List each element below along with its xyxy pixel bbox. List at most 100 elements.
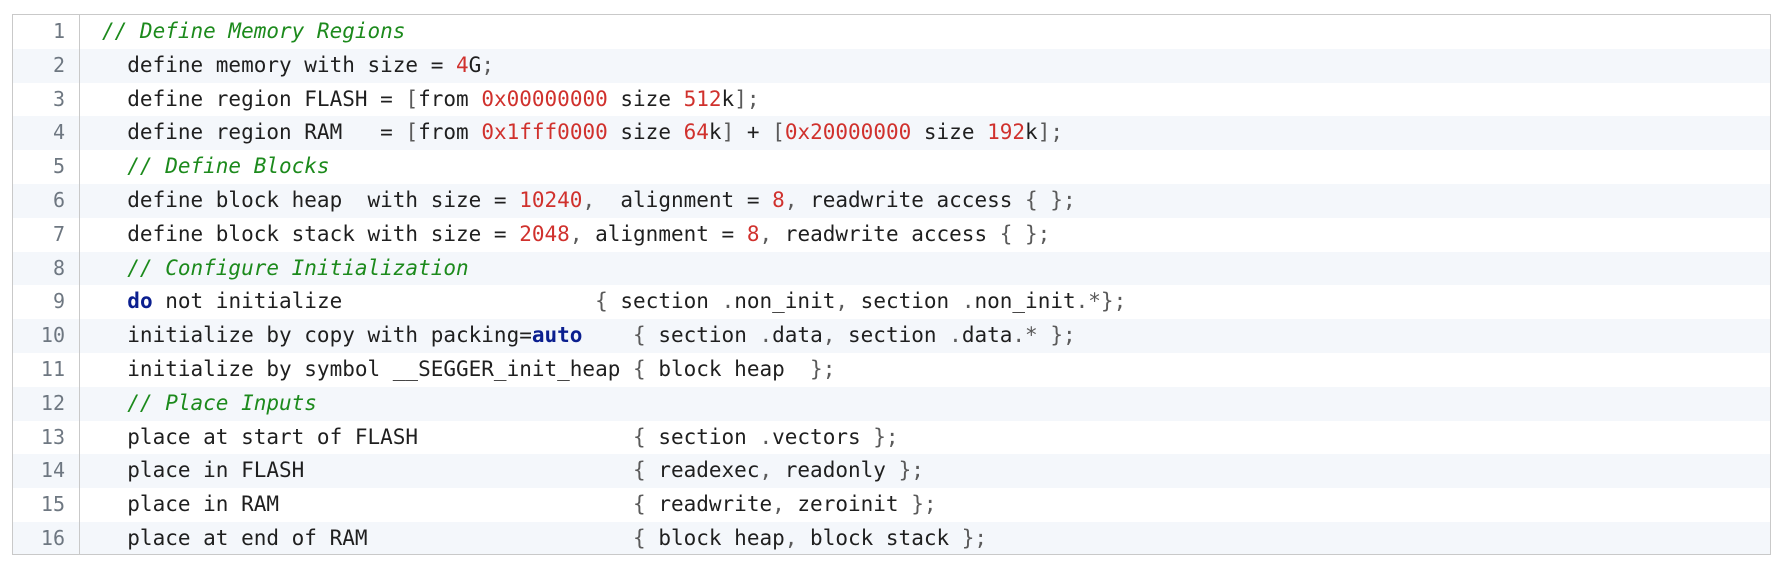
- code-token-punct: {: [633, 424, 646, 449]
- code-token-plain: readexec: [645, 458, 760, 483]
- code-token-number: 512: [683, 86, 722, 111]
- code-token-keyword: auto: [531, 323, 583, 348]
- line-number: 15: [40, 492, 65, 517]
- code-token-plain: non_init: [734, 289, 836, 314]
- code-token-number: 192: [987, 120, 1026, 145]
- code-token-punct: {: [633, 356, 646, 381]
- line-number: 4: [13, 116, 79, 151]
- code-token-plain: place in FLASH: [102, 458, 634, 483]
- code-token-punct: .*};: [1075, 289, 1127, 314]
- code-token-punct: ,: [759, 458, 773, 483]
- code-token-number: 0x20000000: [784, 120, 912, 145]
- code-token-plain: section: [607, 289, 722, 314]
- code-token-punct: { };: [999, 221, 1051, 246]
- code-token-plain: section: [848, 289, 962, 314]
- code-line: // Place Inputs: [80, 386, 1770, 421]
- line-number: 13: [40, 424, 65, 449]
- code-token-comment: // Define Blocks: [102, 154, 330, 179]
- code-token-number: 10240: [519, 187, 583, 212]
- code-token-punct: [: [405, 120, 419, 145]
- code-line: place at start of FLASH { section .vecto…: [80, 421, 1770, 455]
- code-token-number: 4: [456, 52, 469, 77]
- code-token-plain: initialize by copy with packing=: [102, 323, 532, 348]
- line-number: 16: [13, 521, 79, 554]
- code-token-punct: };: [873, 424, 899, 449]
- code-token-keyword: do: [127, 289, 153, 314]
- code-token-plain: from: [418, 86, 482, 111]
- code-token-punct: {: [633, 492, 646, 517]
- code-token-punct: ]: [721, 120, 735, 145]
- code-token-plain: define region RAM =: [102, 120, 406, 145]
- code-token-plain: data: [961, 323, 1013, 348]
- code-token-plain: zeroinit: [784, 492, 912, 517]
- code-token-plain: section: [645, 323, 760, 348]
- code-token-punct: };: [911, 492, 937, 517]
- code-token-plain: alignment =: [582, 221, 747, 246]
- code-token-punct: {: [633, 525, 646, 550]
- line-number: 7: [52, 221, 65, 246]
- code-token-punct: ,: [772, 492, 785, 517]
- code-token-punct: };: [810, 356, 836, 381]
- code-token-plain: block stack: [797, 525, 962, 550]
- code-token-punct: .: [759, 323, 773, 348]
- code-token-punct: ,: [784, 187, 798, 212]
- code-token-plain: section: [645, 424, 760, 449]
- code-line: place at end of RAM { block heap, block …: [80, 521, 1770, 554]
- code-token-plain: size: [607, 86, 684, 111]
- code-line: // Define Blocks: [80, 150, 1770, 184]
- code-token-punct: };: [898, 458, 924, 483]
- code-token-punct: ,: [582, 187, 596, 212]
- line-number: 6: [13, 183, 79, 218]
- code-token-plain: place at end of RAM: [102, 525, 634, 550]
- code-token-plain: vectors: [772, 424, 874, 449]
- code-line: initialize by copy with packing=auto { s…: [80, 319, 1770, 353]
- code-token-plain: data: [772, 323, 823, 348]
- code-token-plain: not initialize: [152, 289, 596, 314]
- line-number: 3: [52, 86, 65, 111]
- code-token-punct: .: [721, 289, 735, 314]
- code-line: initialize by symbol __SEGGER_init_heap …: [80, 353, 1770, 387]
- code-token-plain: readwrite access: [772, 221, 1000, 246]
- code-token-punct: ;: [481, 52, 494, 77]
- code-token-punct: [: [405, 86, 419, 111]
- code-token-punct: ,: [759, 221, 773, 246]
- code-token-plain: block heap: [645, 356, 811, 381]
- code-token-plain: k: [708, 120, 722, 145]
- line-number: 14: [13, 454, 79, 489]
- code-token-plain: block heap: [645, 525, 785, 550]
- line-number: 8: [13, 251, 79, 286]
- code-line: define region FLASH = [from 0x00000000 s…: [80, 83, 1770, 117]
- code-token-plain: non_init: [974, 289, 1076, 314]
- line-number: 12: [13, 386, 79, 421]
- code-token-plain: readwrite access: [797, 187, 1026, 212]
- line-number: 9: [52, 289, 65, 314]
- code-token-punct: .: [949, 323, 962, 348]
- code-token-punct: };: [961, 525, 988, 550]
- code-token-number: 0x1fff0000: [481, 120, 608, 145]
- code-token-number: 64: [683, 120, 709, 145]
- code-token-plain: initialize by symbol __SEGGER_init_heap: [102, 356, 634, 381]
- code-token-plain: place at start of FLASH: [102, 424, 634, 449]
- line-number: 5: [52, 154, 65, 179]
- code-editor-area[interactable]: // Define Memory Regions define memory w…: [80, 15, 1770, 554]
- code-token-punct: [: [772, 120, 785, 145]
- code-token-plain: readwrite: [645, 492, 773, 517]
- code-token-plain: alignment =: [595, 187, 773, 212]
- code-token-punct: .* };: [1012, 323, 1076, 348]
- code-token-punct: ];: [1037, 120, 1063, 145]
- code-token-plain: place in RAM: [102, 492, 634, 517]
- code-token-plain: readonly: [772, 458, 899, 483]
- code-token-punct: ,: [784, 525, 798, 550]
- code-token-comment: // Define Memory Regions: [102, 19, 406, 43]
- code-line: define region RAM = [from 0x1fff0000 siz…: [80, 116, 1770, 151]
- code-token-number: 2048: [519, 221, 570, 246]
- code-token-number: 8: [772, 187, 785, 212]
- code-token-punct: {: [633, 323, 646, 348]
- code-line: define block stack with size = 2048, ali…: [80, 218, 1770, 252]
- line-number: 11: [40, 356, 65, 381]
- code-token-number: 0x00000000: [481, 86, 608, 111]
- line-number: 10: [13, 319, 79, 353]
- code-token-plain: size: [607, 120, 684, 145]
